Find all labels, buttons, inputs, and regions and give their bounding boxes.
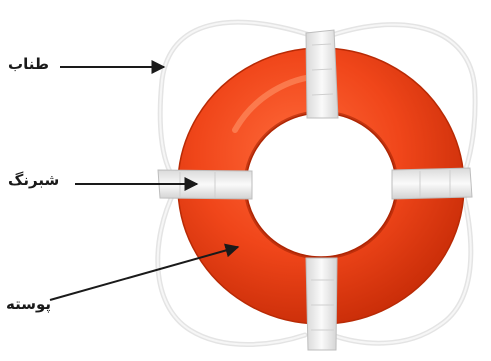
label-shell: پوسته: [6, 295, 51, 313]
label-reflective-strap: شبرنگ: [8, 171, 59, 189]
reflective-straps: [158, 30, 472, 350]
label-rope: طناب: [8, 55, 49, 73]
strap-right: [392, 168, 472, 199]
strap-top: [306, 30, 338, 118]
strap-bottom: [306, 258, 337, 350]
